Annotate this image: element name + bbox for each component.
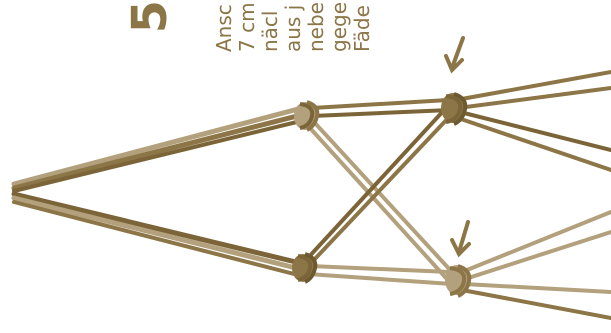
cord [308, 264, 452, 274]
instruction-line: Ansc [212, 4, 236, 52]
cord [12, 200, 300, 277]
instruction-line: gege [327, 2, 351, 52]
step-number: 5 [122, 0, 178, 33]
instruction-line: näcl [258, 11, 282, 52]
cord [304, 106, 448, 262]
instruction-line: Fäde [350, 5, 374, 52]
cord [462, 282, 611, 294]
cord [460, 210, 611, 274]
cord [460, 230, 611, 282]
arrow-down-left-icon [444, 36, 465, 74]
cord [306, 272, 454, 286]
cord [308, 126, 448, 280]
cord [312, 120, 454, 274]
cord [12, 118, 307, 193]
cord [11, 105, 305, 187]
cord [460, 288, 611, 320]
knot-top-right [441, 92, 468, 126]
instruction-line: nebe [304, 2, 328, 52]
cord [454, 70, 611, 102]
cord [310, 98, 450, 110]
knot-bottom-left [292, 252, 318, 284]
cord [11, 191, 303, 266]
instruction-line: aus j [281, 5, 305, 52]
instruction-text: Ansc 7 cm näcl aus j nebe gege Fäde [212, 2, 374, 52]
cord [11, 111, 308, 191]
knot-top-left [294, 100, 320, 132]
cord [456, 86, 611, 110]
cord [310, 108, 452, 118]
arrow-down-left-icon [450, 220, 471, 258]
cord [456, 116, 611, 172]
cord [310, 112, 454, 264]
step-number-text: 5 [122, 0, 178, 33]
knot-bottom-right [445, 264, 472, 298]
instruction-line: 7 cm [235, 2, 259, 52]
cord [458, 110, 611, 152]
cord [11, 195, 303, 272]
